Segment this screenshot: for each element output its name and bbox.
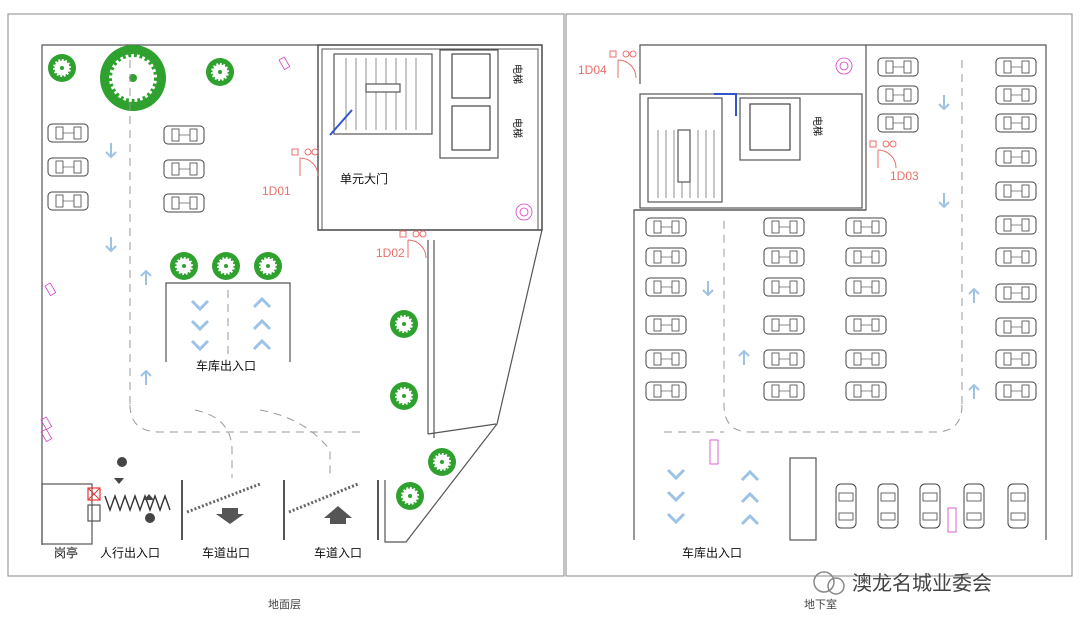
basement-devices xyxy=(709,57,957,533)
tree-icon xyxy=(394,480,426,512)
door-1D03-symbol xyxy=(869,140,897,169)
ground-ramp-outline xyxy=(165,282,291,362)
ground-lane-lines xyxy=(129,60,360,478)
door-label-1D03: 1D03 xyxy=(890,169,919,183)
stair-door-symbol xyxy=(329,109,353,136)
tree-icon xyxy=(210,250,242,282)
watermark-text: 澳龙名城业委会 xyxy=(852,571,992,595)
basement-garage-entry-label: 车库出入口 xyxy=(682,545,742,560)
door-label-1D01: 1D01 xyxy=(262,184,291,198)
door-1D04-symbol xyxy=(609,50,637,79)
lane-entry-label: 车道入口 xyxy=(314,545,362,560)
ground-caption: 地面层 xyxy=(268,598,301,611)
basement-panel-frame xyxy=(565,13,1073,577)
tree-icon xyxy=(252,250,284,282)
ground-panel-frame xyxy=(7,13,565,577)
basement-direction-arrows xyxy=(702,94,980,400)
watermark: 澳龙名城业委会 xyxy=(813,571,992,595)
tree-icon xyxy=(388,380,420,412)
basement-floor-plan xyxy=(633,44,1047,541)
guard-booth-label: 岗亭 xyxy=(54,545,78,560)
pedestrian-turnstile-icon xyxy=(114,457,155,523)
ground-parking-cars xyxy=(47,123,205,213)
door-label-1D02: 1D02 xyxy=(376,246,405,260)
stair-door-symbol xyxy=(714,93,737,116)
door-1D01-symbol xyxy=(291,148,319,177)
door-label-1D04: 1D04 xyxy=(578,63,607,77)
large-tree-icon xyxy=(100,45,166,111)
basement-lane-lines xyxy=(664,60,963,433)
ground-devices xyxy=(40,56,533,442)
elevator-label: 电梯 xyxy=(511,118,524,138)
tree-icon xyxy=(388,308,420,340)
basement-ramp-chevrons xyxy=(666,468,760,526)
tree-icon xyxy=(46,52,78,84)
entry-arrow-icon xyxy=(324,506,352,524)
elevator-label: 电梯 xyxy=(511,64,524,84)
elevator-label: 电梯 xyxy=(811,116,824,136)
unit-door-label: 单元大门 xyxy=(340,171,388,186)
ground-garage-entry-label: 车库出入口 xyxy=(196,358,256,373)
tree-icon xyxy=(204,56,236,88)
lane-exit-label: 车道出口 xyxy=(202,545,250,560)
pedestrian-entry-label: 人行出入口 xyxy=(100,546,160,560)
guard-and-gates xyxy=(41,480,379,545)
ground-floor-plan xyxy=(41,44,543,545)
tree-icon xyxy=(168,250,200,282)
ground-direction-arrows xyxy=(105,142,152,386)
ground-ramp-chevrons xyxy=(190,297,272,351)
tree-icon xyxy=(426,446,458,478)
basement-caption: 地下室 xyxy=(804,597,837,611)
exit-arrow-icon xyxy=(216,508,244,524)
